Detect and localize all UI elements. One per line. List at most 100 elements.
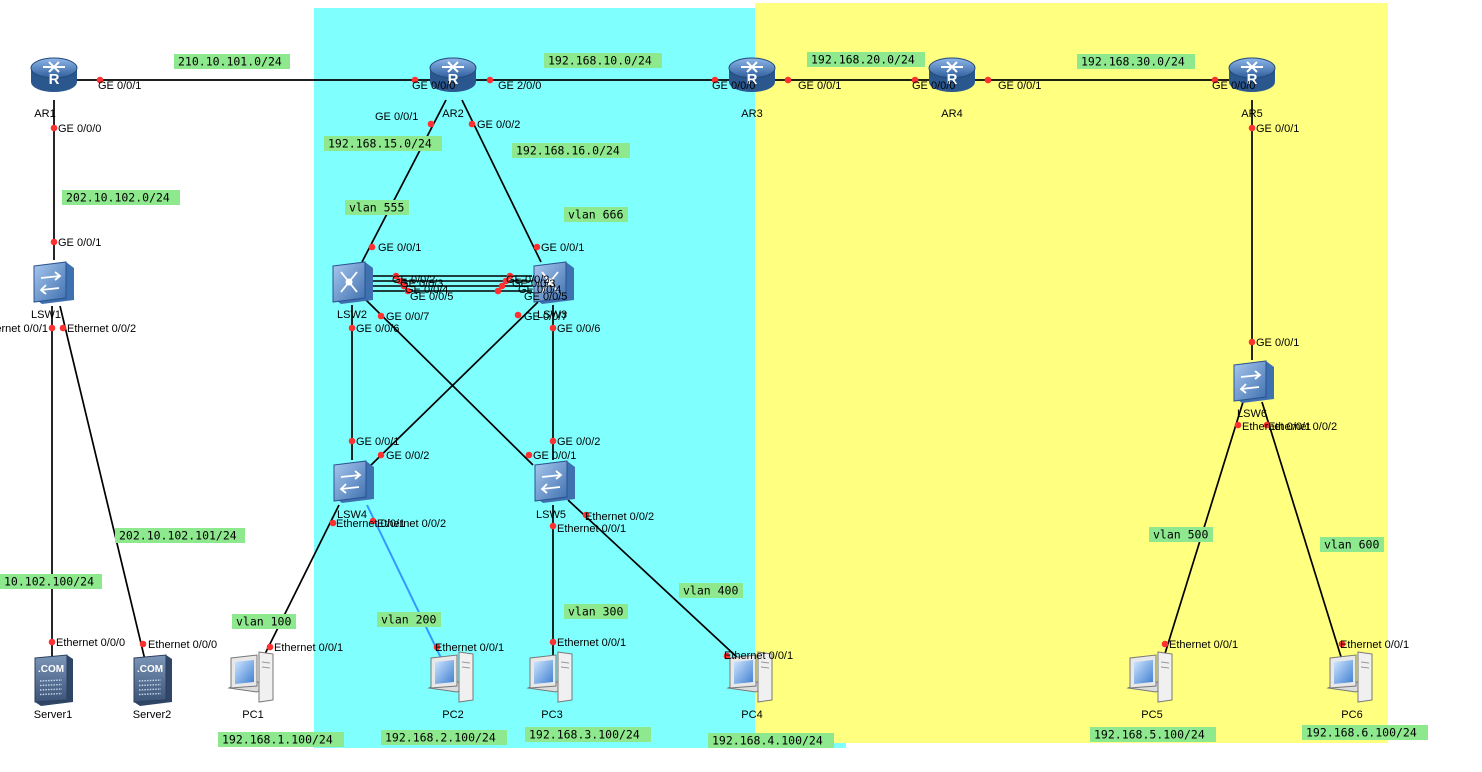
port-label: Ethernet 0/0/0 (56, 637, 125, 649)
router-icon[interactable]: R (30, 57, 78, 92)
switch-icon[interactable] (33, 261, 74, 304)
link-lsw3-lsw4[interactable] (365, 301, 539, 471)
network-label: 192.168.5.100/24 (1090, 727, 1216, 742)
device-label-lsw2: LSW2 (337, 309, 367, 321)
svg-text:R: R (747, 71, 758, 88)
port-label: GE 0/0/1 (378, 242, 421, 254)
port-label: GE 0/0/1 (541, 242, 584, 254)
router-icon[interactable]: R (1228, 57, 1276, 92)
port-label: GE 0/0/0 (912, 80, 955, 92)
port-dot (506, 272, 514, 280)
port-dot (96, 76, 104, 84)
port-dot (1263, 421, 1271, 429)
pc-icon[interactable] (1126, 651, 1173, 703)
network-label: vlan 555 (345, 200, 409, 215)
trunk-port-label: GE 0/0/3 (512, 278, 555, 290)
port-dot (984, 76, 992, 84)
network-label: 192.168.30.0/24 (1077, 54, 1195, 69)
server-icon[interactable]: .COM (133, 654, 172, 706)
port-label: GE 0/0/6 (557, 323, 600, 335)
server-icon[interactable]: .COM (34, 654, 73, 706)
pc-icon[interactable] (726, 651, 773, 703)
port-dot (377, 312, 385, 320)
trunk-port-label: GE 0/0/5 (524, 291, 567, 303)
port-dot (50, 238, 58, 246)
svg-text:vlan 666: vlan 666 (568, 208, 623, 222)
svg-text:192.168.30.0/24: 192.168.30.0/24 (1081, 55, 1185, 69)
svg-text:192.168.1.100/24: 192.168.1.100/24 (222, 733, 333, 747)
device-label-ar2: AR2 (442, 108, 463, 120)
router-icon[interactable]: R (429, 57, 477, 92)
port-dot (1211, 76, 1219, 84)
svg-text:vlan 500: vlan 500 (1153, 528, 1208, 542)
svg-text:192.168.10.0/24: 192.168.10.0/24 (548, 54, 652, 68)
port-label: GE 0/0/0 (712, 80, 755, 92)
switch-icon[interactable] (333, 460, 374, 503)
svg-text:R: R (448, 71, 459, 88)
port-label: GE 0/0/1 (58, 237, 101, 249)
port-label: GE 0/0/1 (356, 436, 399, 448)
l3-switch-icon[interactable] (332, 261, 373, 304)
trunk-port-label: GE 0/0/4 (405, 284, 448, 296)
port-dot (433, 643, 441, 651)
svg-text:192.168.15.0/24: 192.168.15.0/24 (328, 137, 432, 151)
trunk-port-label: GE 0/0/4 (518, 284, 561, 296)
port-dot (711, 76, 719, 84)
server-badge: .COM (38, 664, 64, 675)
link-lsw2-lsw5[interactable] (365, 299, 534, 466)
network-label: 192.168.10.0/24 (544, 53, 662, 68)
port-dot (348, 437, 356, 445)
device-label-ar5: AR5 (1241, 108, 1262, 120)
svg-text:R: R (49, 71, 60, 88)
device-label-ar4: AR4 (941, 108, 962, 120)
port-label: Ethernet 0/0/2 (1268, 421, 1337, 433)
port-dot (59, 324, 67, 332)
device-label-ar1: AR1 (34, 108, 55, 120)
pc-icon[interactable] (427, 651, 474, 703)
router-icon[interactable]: R (928, 57, 976, 92)
port-label: Ethernet 0/0/1 (336, 518, 405, 530)
link-lsw5-pc4[interactable] (567, 499, 741, 661)
network-label: 192.168.20.0/24 (807, 52, 925, 67)
svg-text:210.10.101.0/24: 210.10.101.0/24 (178, 55, 282, 69)
port-label: Ethernet 0/0/2 (585, 511, 654, 523)
pc-icon[interactable] (1326, 651, 1373, 703)
device-label-server2: Server2 (133, 709, 172, 721)
link-lsw4-pc1[interactable] (261, 504, 340, 661)
switch-icon[interactable] (1233, 360, 1274, 403)
link-lsw4-pc2[interactable] (366, 504, 443, 661)
port-dot (369, 517, 377, 525)
network-label: vlan 600 (1320, 537, 1384, 552)
trunk-port-label: GE 0/0/3 (400, 278, 443, 290)
network-label: 210.10.101.0/24 (174, 54, 290, 69)
port-label: Ethernet 0/0/1 (1169, 639, 1238, 651)
pc-icon[interactable] (526, 651, 573, 703)
port-label: Ethernet 0/0/1 (435, 642, 504, 654)
network-label: 192.168.1.100/24 (218, 732, 344, 747)
port-dot (911, 76, 919, 84)
port-label: Ethernet 0/0/1 (557, 637, 626, 649)
port-label: GE 0/0/1 (1256, 123, 1299, 135)
pc-icon[interactable] (227, 651, 274, 703)
port-dot (784, 76, 792, 84)
switch-icon[interactable] (534, 460, 575, 503)
network-label: 192.168.16.0/24 (512, 143, 630, 158)
port-dots-layer (48, 76, 1346, 660)
network-label: 192.168.2.100/24 (381, 730, 507, 745)
port-dot (498, 282, 506, 290)
port-dot (404, 287, 412, 295)
device-label-lsw5: LSW5 (536, 509, 566, 521)
port-dot (377, 451, 385, 459)
router-icon[interactable]: R (728, 57, 776, 92)
link-lsw1-server2[interactable] (59, 305, 146, 661)
link-lsw6-pc6[interactable] (1261, 401, 1343, 661)
l3-switch-icon[interactable] (533, 261, 574, 304)
svg-text:192.168.2.100/24: 192.168.2.100/24 (385, 731, 496, 745)
svg-text:vlan 400: vlan 400 (683, 584, 738, 598)
port-dot (494, 287, 502, 295)
network-label: 192.168.6.100/24 (1302, 725, 1428, 740)
port-label: GE 0/0/1 (375, 111, 418, 123)
port-dot (48, 638, 56, 646)
link-ar2-lsw3[interactable] (461, 99, 542, 263)
